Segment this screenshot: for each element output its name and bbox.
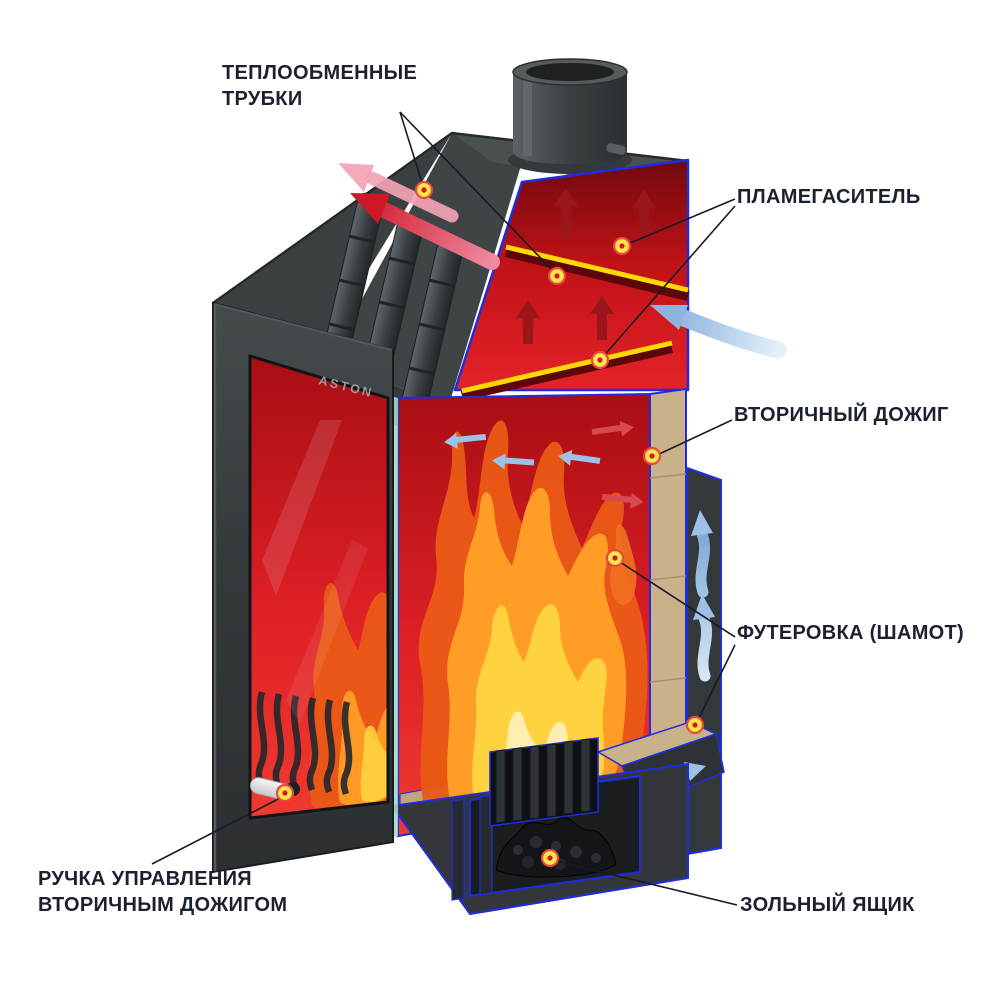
label-flame-arrester: ПЛАМЕГАСИТЕЛЬ [737,186,921,208]
cold-air-inlet-arrow [650,305,787,359]
convection-channel [686,466,722,856]
chimney-nub [605,142,627,156]
smoke-chamber [453,158,690,401]
glass-reflection [286,540,368,724]
door-window [250,356,398,838]
secondary-air-arrows [444,420,644,509]
label-lining-chamotte: ФУТЕРОВКА (ШАМОТ) [737,622,964,644]
label-line: ТРУБКИ [222,88,303,110]
label-secondary-afterburn: ВТОРИЧНЫЙ ДОЖИГ [734,404,949,426]
label-heat-exchange-tubes: ТЕПЛООБМЕННЫЕ ТРУБКИ [222,60,417,112]
label-line: РУЧКА УПРАВЛЕНИЯ [38,868,252,890]
chimney-pipe [508,58,632,174]
grate [489,737,599,827]
glass-reflection [262,420,342,596]
convection-up-arrows [691,510,715,682]
hot-air-exit-arrows [338,163,500,270]
label-line: ВТОРИЧНЫМ ДОЖИГОМ [38,894,288,916]
callout-markers [275,180,705,868]
label-ash-box: ЗОЛЬНЫЙ ЯЩИК [740,894,915,916]
label-afterburn-control-handle: РУЧКА УПРАВЛЕНИЯ ВТОРИЧНЫМ ДОЖИГОМ [38,866,287,918]
hot-flow-up-arrows [516,188,656,344]
flame-arrester-baffle-lower [460,340,674,401]
callout-lines [151,111,738,906]
label-line: ТЕПЛООБМЕННЫЕ [222,62,418,84]
